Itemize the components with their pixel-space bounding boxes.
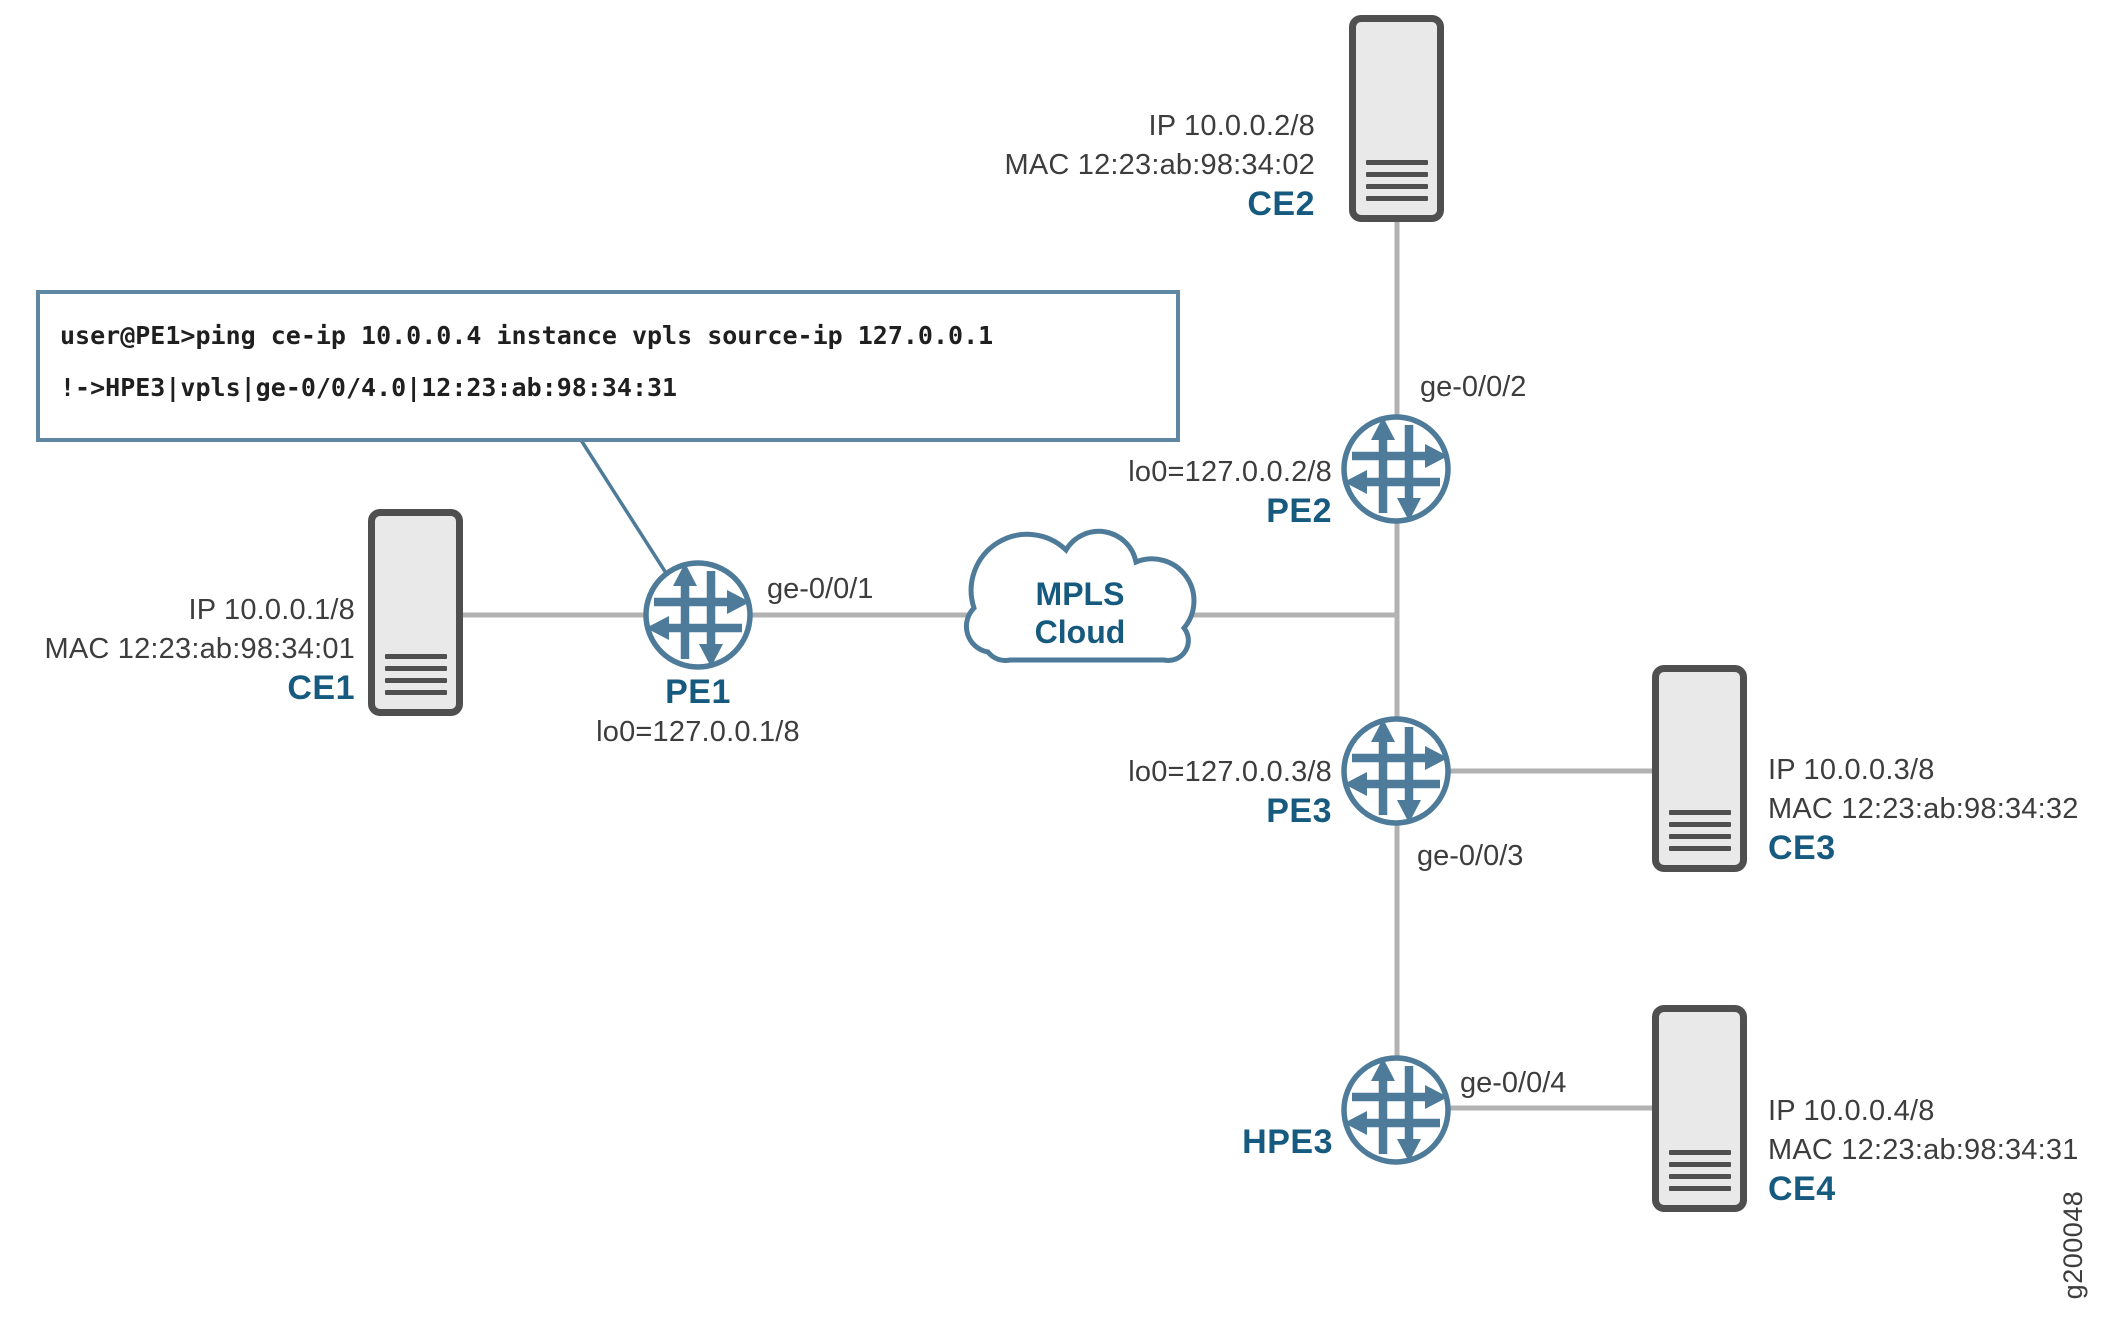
arrow-down-head — [1397, 800, 1421, 823]
pe2-loopback: lo0=127.0.0.2/8 — [1128, 456, 1332, 488]
cli-result-line: !->HPE3|vpls|ge-0/0/4.0|12:23:ab:98:34:3… — [60, 373, 678, 402]
router-circle — [643, 560, 753, 670]
pe3-loopback: lo0=127.0.0.3/8 — [1128, 756, 1332, 788]
pe2-name: PE2 — [1266, 492, 1332, 530]
pe1-name: PE1 — [665, 673, 731, 711]
pe3-labels: lo0=127.0.0.3/8 PE3 — [1128, 753, 1332, 831]
router-circle — [1341, 716, 1451, 826]
console-callout-line — [570, 425, 668, 574]
interface-label-ge-0-0-4: ge-0/0/4 — [1460, 1067, 1567, 1099]
ce1-name: CE1 — [287, 669, 355, 707]
server-icon-ce3 — [1652, 665, 1747, 872]
arrow-left-head — [1344, 1111, 1367, 1135]
server-vents — [1668, 803, 1731, 851]
server-vents — [1668, 1143, 1731, 1191]
arrow-up-head — [1371, 719, 1395, 742]
pe1-loopback: lo0=127.0.0.1/8 — [596, 716, 800, 748]
router-icon-pe1 — [643, 560, 753, 670]
arrow-up-head — [1371, 417, 1395, 440]
arrow-down-head — [1397, 498, 1421, 521]
ce4-mac: MAC 12:23:ab:98:34:31 — [1768, 1134, 2079, 1166]
ce1-labels: IP 10.0.0.1/8 MAC 12:23:ab:98:34:01 CE1 — [44, 591, 355, 708]
server-icon-ce2 — [1349, 15, 1444, 222]
interface-label-ge-0-0-2: ge-0/0/2 — [1420, 371, 1527, 403]
router-icon-pe2 — [1341, 414, 1451, 524]
arrow-up-head — [1371, 1058, 1395, 1081]
server-vents — [1365, 153, 1428, 201]
ce3-ip: IP 10.0.0.3/8 — [1768, 754, 1935, 786]
cli-command-line: user@PE1>ping ce-ip 10.0.0.4 instance vp… — [60, 321, 994, 350]
hpe3-labels: HPE3 — [1242, 1123, 1333, 1162]
router-circle — [1341, 1055, 1451, 1165]
cloud-outline — [963, 528, 1197, 663]
ce3-name: CE3 — [1768, 829, 1836, 867]
arrow-left-head — [1344, 470, 1367, 494]
ce2-mac: MAC 12:23:ab:98:34:02 — [1004, 149, 1315, 181]
arrow-up-head — [673, 563, 697, 586]
arrow-down-head — [1397, 1139, 1421, 1162]
hpe3-name: HPE3 — [1242, 1123, 1333, 1161]
arrow-right-head — [727, 590, 750, 614]
ce2-name: CE2 — [1247, 185, 1315, 223]
ce3-mac: MAC 12:23:ab:98:34:32 — [1768, 793, 2079, 825]
mpls-cloud-label: MPLS Cloud — [958, 575, 1202, 651]
mpls-cloud-icon — [963, 528, 1197, 663]
ce1-ip: IP 10.0.0.1/8 — [188, 594, 355, 626]
arrow-left-head — [1344, 772, 1367, 796]
ce4-name: CE4 — [1768, 1170, 1836, 1208]
server-icon-ce4 — [1652, 1005, 1747, 1212]
pe1-labels: PE1 lo0=127.0.0.1/8 — [538, 672, 858, 752]
server-vents — [384, 647, 447, 695]
ce1-mac: MAC 12:23:ab:98:34:01 — [44, 633, 355, 665]
cloud-label-line2: Cloud — [1034, 614, 1126, 650]
ce4-ip: IP 10.0.0.4/8 — [1768, 1095, 1935, 1127]
arrow-left-head — [646, 616, 669, 640]
interface-label-ge-0-0-3: ge-0/0/3 — [1417, 840, 1524, 872]
arrow-right-head — [1425, 1085, 1448, 1109]
cloud-label-line1: MPLS — [1035, 576, 1125, 612]
arrow-right-head — [1425, 444, 1448, 468]
arrow-down-head — [699, 644, 723, 667]
figure-id-label: g200048 — [2058, 1190, 2088, 1300]
pe3-name: PE3 — [1266, 792, 1332, 830]
pe2-labels: lo0=127.0.0.2/8 PE2 — [1128, 453, 1332, 531]
server-icon-ce1 — [368, 509, 463, 716]
cli-output-box: user@PE1>ping ce-ip 10.0.0.4 instance vp… — [36, 290, 1180, 442]
arrow-right-head — [1425, 746, 1448, 770]
ce2-labels: IP 10.0.0.2/8 MAC 12:23:ab:98:34:02 CE2 — [1004, 107, 1315, 224]
router-circle — [1341, 414, 1451, 524]
router-icon-pe3 — [1341, 716, 1451, 826]
ce3-labels: IP 10.0.0.3/8 MAC 12:23:ab:98:34:32 CE3 — [1768, 751, 2079, 868]
ce4-labels: IP 10.0.0.4/8 MAC 12:23:ab:98:34:31 CE4 — [1768, 1092, 2079, 1209]
router-icon-hpe3 — [1341, 1055, 1451, 1165]
interface-label-ge-0-0-1: ge-0/0/1 — [767, 573, 874, 605]
ce2-ip: IP 10.0.0.2/8 — [1148, 110, 1315, 142]
